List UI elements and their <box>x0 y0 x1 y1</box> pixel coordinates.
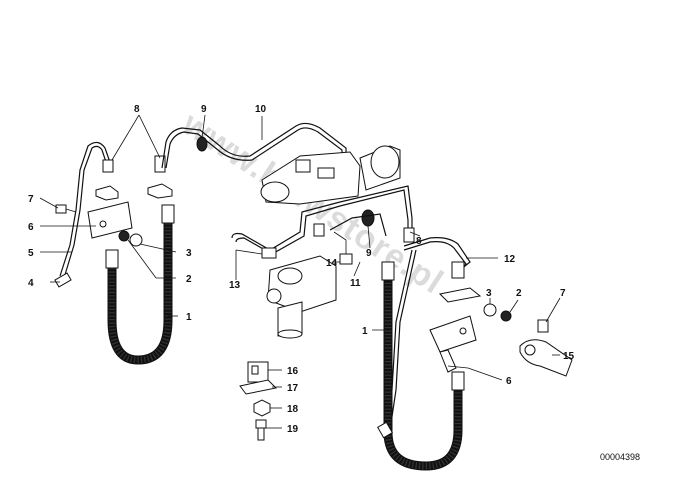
master-cylinder <box>260 145 401 205</box>
callout-6: 6 <box>28 222 34 233</box>
bracket-clip <box>147 183 173 199</box>
grommet <box>196 136 208 152</box>
callout-17: 17 <box>287 383 299 394</box>
callout-8: 8 <box>134 104 140 115</box>
callout-2: 2 <box>186 274 192 285</box>
callout-16: 16 <box>287 366 299 377</box>
callout-10: 10 <box>255 104 267 115</box>
callout-7: 7 <box>28 194 34 205</box>
leader-lines <box>39 114 561 429</box>
pipe-fitting <box>339 253 353 265</box>
callout-9: 9 <box>201 104 207 115</box>
washer <box>118 230 130 242</box>
callout-6: 6 <box>506 376 512 387</box>
mounting-bracket <box>87 201 133 239</box>
hose-fitting-lower <box>451 371 465 391</box>
callout-3: 3 <box>486 288 492 299</box>
callout-18: 18 <box>287 404 299 415</box>
callout-12: 12 <box>504 254 516 265</box>
callout-11: 11 <box>350 278 361 289</box>
callout-4: 4 <box>28 278 34 289</box>
bolt <box>55 204 67 214</box>
right-assembly <box>376 237 573 471</box>
nut <box>129 233 143 247</box>
pressure-regulator <box>266 255 337 339</box>
bolt <box>537 319 549 333</box>
callout-7: 7 <box>560 288 566 299</box>
mounting-bracket <box>429 315 477 353</box>
pipe-fitting <box>376 421 394 439</box>
callout-1: 1 <box>362 326 368 337</box>
callout-19: 19 <box>287 424 299 435</box>
callout-3: 3 <box>186 248 192 259</box>
pipe-fitting <box>403 227 415 243</box>
callouts: 1 2 3 4 5 6 7 8 9 10 13 14 9 11 8 12 3 2… <box>28 104 575 435</box>
pipe-fitting <box>102 159 114 173</box>
nut <box>483 303 497 317</box>
callout-9: 9 <box>366 248 372 259</box>
retainer <box>239 379 278 395</box>
pipe-fitting <box>313 223 325 237</box>
grommet <box>361 209 375 227</box>
callout-5: 5 <box>28 248 34 259</box>
hose-fitting-upper <box>161 204 175 224</box>
small-parts <box>239 361 278 441</box>
bolt-shank <box>257 427 265 441</box>
bracket-clip <box>438 287 482 303</box>
bolt-head <box>255 419 267 429</box>
pipe-fitting <box>154 155 166 173</box>
callout-13: 13 <box>229 280 241 291</box>
hex-nut <box>253 399 271 417</box>
callout-8: 8 <box>416 236 422 247</box>
callout-2: 2 <box>516 288 522 299</box>
hose-fitting-lower <box>105 249 119 269</box>
pipe-fitting <box>451 261 465 279</box>
pipe-fitting <box>54 272 72 288</box>
callout-1: 1 <box>186 312 192 323</box>
pipe-fitting <box>261 247 277 259</box>
hose-fitting-upper <box>381 261 395 281</box>
left-assembly <box>54 141 175 365</box>
center-pipes <box>231 185 415 265</box>
washer <box>500 310 512 322</box>
top-pipes <box>161 122 347 178</box>
callout-15: 15 <box>563 351 575 362</box>
bracket-clip <box>95 185 119 201</box>
callout-14: 14 <box>326 258 338 269</box>
diagram-code: 00004398 <box>600 452 640 462</box>
